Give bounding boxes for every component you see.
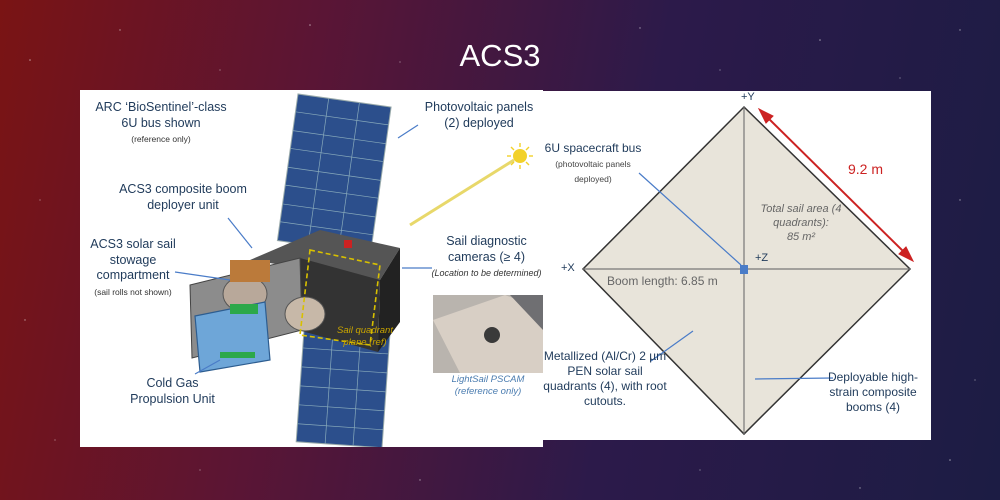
- pscam-label-text: LightSail PSCAM: [451, 374, 525, 385]
- cameras-label: Sail diagnostic cameras (≥ 4) (Location …: [430, 234, 543, 281]
- stowage-label-text: ACS3 solar sail stowage compartment: [90, 237, 176, 283]
- cameras-note: (Location to be determined): [431, 268, 542, 279]
- pv-label: Photovoltaic panels (2) deployed: [424, 100, 534, 130]
- boom-deployer-label: ACS3 composite boom deployer unit: [119, 182, 247, 212]
- span-label: 9.2 m: [848, 161, 884, 177]
- spacecraft-diagram-panel: ARC ‘BioSentinel’-class 6U bus shown (re…: [80, 90, 543, 447]
- sail-area-value: 85 m²: [786, 230, 816, 243]
- upper-solar-panel: [276, 93, 392, 255]
- pscam-note: (reference only): [454, 385, 522, 397]
- bus-marker: [740, 265, 748, 274]
- boom-length-label: Boom length: 6.85 m: [607, 274, 718, 288]
- span-dimension-arrow: [757, 107, 915, 263]
- sail-geometry-panel: +Y +X +Z 9.2 m 6U spacecraft bus (photov…: [543, 91, 931, 440]
- sail-leader-lines: [638, 172, 834, 380]
- bus-label-text: ARC ‘BioSentinel’-class 6U bus shown: [95, 100, 227, 130]
- cameras-label-text: Sail diagnostic cameras (≥ 4): [446, 234, 527, 264]
- leader-lines: [174, 124, 432, 375]
- axis-x-label: +X: [561, 262, 575, 274]
- slide-title: ACS3: [459, 38, 541, 73]
- sun-icon: [409, 143, 533, 227]
- spacecraft-illustration: [174, 93, 543, 447]
- sail-quadrant-plane-label: Sail quadrant plane (ref): [337, 325, 393, 348]
- sail-diagram: [581, 105, 915, 436]
- pscam-photo: [433, 295, 543, 373]
- sail-bus-note: (photovoltaic panels deployed): [555, 159, 631, 184]
- sail-material-label: Metallized (Al/Cr) 2 µm PEN solar sail q…: [543, 349, 667, 408]
- bus-label: ARC ‘BioSentinel’-class 6U bus shown (re…: [86, 100, 236, 147]
- bus-note: (reference only): [131, 134, 191, 145]
- stowage-note: (sail rolls not shown): [94, 286, 172, 297]
- axis-y-label: +Y: [741, 91, 755, 103]
- sail-bus-label-text: 6U spacecraft bus: [544, 141, 642, 155]
- booms-label: Deployable high-strain composite booms (…: [827, 370, 919, 414]
- pscam-label: LightSail PSCAM (reference only): [434, 374, 542, 398]
- axis-z-label: +Z: [755, 252, 769, 264]
- sail-bus-label: 6U spacecraft bus (photovoltaic panels d…: [543, 141, 643, 186]
- propulsion-label: Cold Gas Propulsion Unit: [130, 376, 215, 406]
- stowage-label: ACS3 solar sail stowage compartment (sai…: [80, 237, 186, 300]
- sail-area-label-text: Total sail area (4 quadrants):: [760, 203, 842, 229]
- sail-area-label: Total sail area (4 quadrants): 85 m²: [751, 203, 851, 244]
- spacecraft-bus-body: [189, 230, 400, 373]
